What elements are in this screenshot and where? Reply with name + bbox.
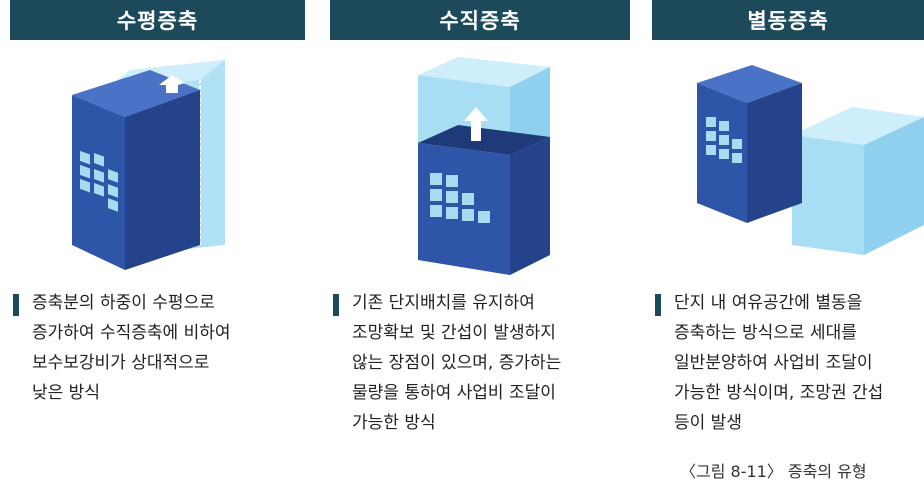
header-horizontal-extension: 수평증축 [10,0,305,40]
extension-top [792,107,924,145]
description-line: 낮은 방식 [32,383,100,403]
description-line: 보수보강비가 상대적으로 [32,353,210,373]
description-line: 않는 장점이 있으며, 증가하는 [352,353,562,373]
description-line: 단지 내 여유공간에 별동을 [674,293,863,313]
description-line: 물량을 통하여 사업비 조달이 [352,383,556,403]
building-side [510,137,550,275]
description-line: 가능한 방식 [352,413,436,433]
description-line: 일반분양하여 사업비 조달이 [674,353,873,373]
windows [706,117,742,163]
description-line: 조망확보 및 간섭이 발생하지 [352,323,556,343]
windows [80,150,118,212]
horizontal-extension-illustration [50,45,280,275]
windows [430,173,490,223]
building-top [418,125,550,155]
description-line: 증가하여 수직증축에 비하여 [32,323,231,343]
description-line: 기존 단지배치를 유지하여 [352,293,535,313]
description-marker [13,294,19,316]
building-side [125,90,200,270]
header-separate-building-extension: 별동증축 [652,0,924,40]
extension-side [864,117,924,255]
description-marker [333,294,339,316]
building-side [747,83,802,223]
extension-side [510,67,550,155]
arrow-icon [159,75,185,93]
description-line: 증축분의 하중이 수평으로 [32,293,215,313]
header-title: 수평증축 [116,9,199,33]
building-front [72,95,125,270]
description-line: 증축하는 방식으로 세대를 [674,323,857,343]
description-separate-building-extension: 단지 내 여유공간에 별동을 증축하는 방식으로 세대를 일반분양하여 사업비 … [652,288,883,438]
separate-building-illustration [692,45,924,270]
header-vertical-extension: 수직증축 [330,0,630,40]
description-marker [655,294,661,316]
arrow-up-icon [464,107,488,141]
figure-caption: 〈그림 8-11〉 증축의 유형 [680,462,867,481]
extension-top [418,57,550,87]
vertical-extension-illustration [388,45,578,280]
column-separate-building-extension: 별동증축 단지 내 여유공간에 별동을 [652,0,924,433]
header-title: 수직증축 [439,9,521,33]
extension-front [792,135,864,255]
column-horizontal-extension: 수평증축 [10,0,305,403]
header-title: 별동증축 [747,9,829,33]
column-vertical-extension: 수직증축 [330,0,630,433]
description-line: 등이 발생 [674,413,742,433]
description-vertical-extension: 기존 단지배치를 유지하여 조망확보 및 간섭이 발생하지 않는 장점이 있으며… [330,288,561,438]
description-line: 가능한 방식이며, 조망권 간섭 [674,383,884,403]
description-horizontal-extension: 증축분의 하중이 수평으로 증가하여 수직증축에 비하여 보수보강비가 상대적으… [10,288,231,408]
